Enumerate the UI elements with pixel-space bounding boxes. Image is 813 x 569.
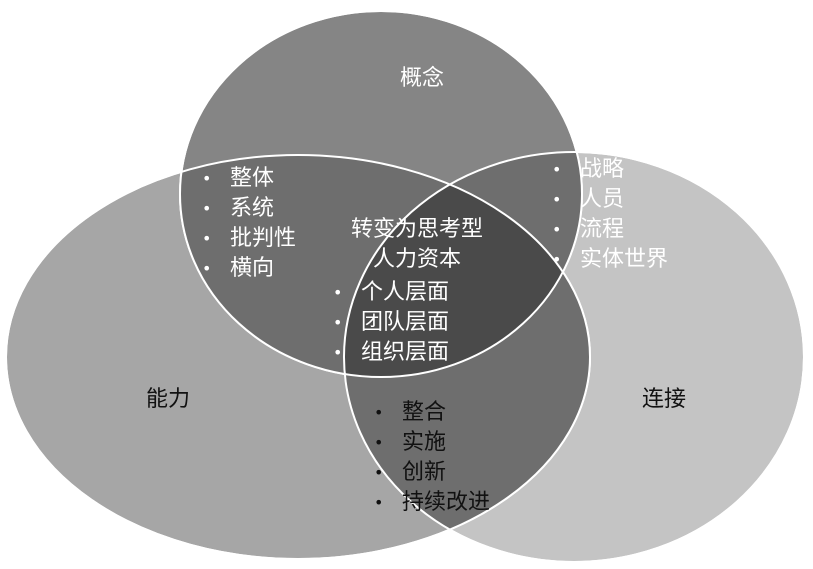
concept-capability-list: •整体 •系统 •批判性 •横向 <box>202 164 296 284</box>
list-item: •流程 <box>552 217 625 242</box>
list-item: •组织层面 <box>333 340 450 365</box>
center-list: •个人层面 •团队层面 •组织层面 <box>333 278 449 368</box>
list-item: •人员 <box>552 187 625 212</box>
list-item: •批判性 <box>202 226 297 251</box>
list-item: •创新 <box>374 460 447 485</box>
list-item: •整合 <box>374 400 447 425</box>
center-title-line1: 转变为思考型 <box>350 217 483 242</box>
capability-outline <box>5 154 591 560</box>
list-item: •整体 <box>202 166 275 191</box>
concept-connection-list: •战略 •人员 •流程 •实体世界 <box>552 155 668 275</box>
list-item: •团队层面 <box>333 310 450 335</box>
list-item: •持续改进 <box>374 490 491 515</box>
list-item: •个人层面 <box>333 280 450 305</box>
center-title-line2: 人力资本 <box>372 247 461 272</box>
list-item: •实体世界 <box>552 247 669 272</box>
list-item: •系统 <box>202 196 275 221</box>
list-item: •横向 <box>202 256 275 281</box>
list-item: •战略 <box>552 157 625 182</box>
list-item: •实施 <box>374 430 447 455</box>
concept-outline <box>179 10 583 378</box>
connection-outline <box>343 151 805 563</box>
concept-label: 概念 <box>400 66 445 91</box>
center-title: 转变为思考型 人力资本 <box>332 215 502 275</box>
connection-label: 连接 <box>642 387 687 412</box>
capability-label: 能力 <box>146 387 191 412</box>
capability-connection-list: •整合 •实施 •创新 •持续改进 <box>374 398 490 518</box>
